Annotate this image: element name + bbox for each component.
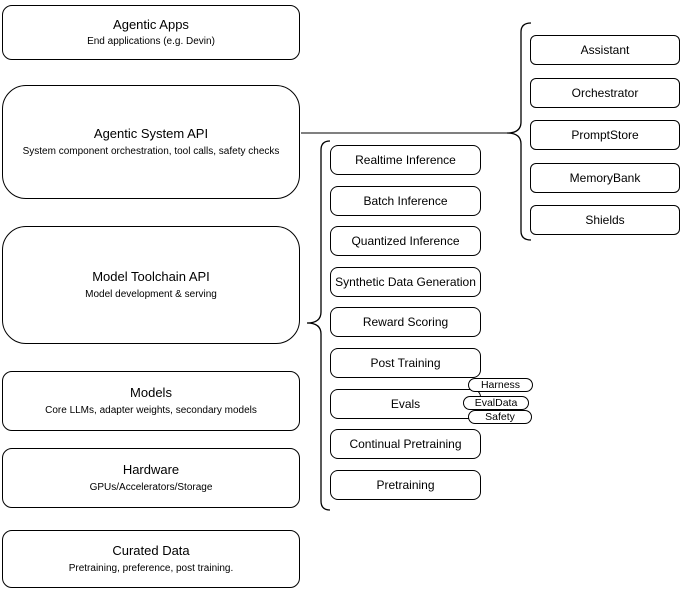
- node-pretraining: Pretraining: [330, 470, 481, 500]
- system-group-brace: [506, 22, 532, 241]
- toolchain-group-brace: [306, 140, 331, 511]
- node-subtitle: Model development & serving: [85, 288, 217, 300]
- node-title: Curated Data: [112, 543, 190, 559]
- node-assistant: Assistant: [530, 35, 680, 65]
- node-subtitle: System component orchestration, tool cal…: [22, 145, 280, 157]
- node-memorybank: MemoryBank: [530, 163, 680, 193]
- node-synthetic-data-generation: Synthetic Data Generation: [330, 267, 481, 297]
- node-title: Models: [130, 385, 172, 401]
- node-orchestrator: Orchestrator: [530, 78, 680, 108]
- evals-tag-evaldata: EvalData: [463, 396, 529, 410]
- node-title: Hardware: [122, 462, 180, 478]
- node-reward-scoring: Reward Scoring: [330, 307, 481, 337]
- node-subtitle: Core LLMs, adapter weights, secondary mo…: [45, 404, 257, 416]
- node-title: Agentic Apps: [113, 16, 189, 32]
- node-agentic-system-api: Agentic System API System component orche…: [2, 85, 300, 199]
- evals-tag-safety: Safety: [468, 410, 532, 424]
- node-quantized-inference: Quantized Inference: [330, 226, 481, 256]
- node-title: Model Toolchain API: [92, 269, 210, 285]
- node-continual-pretraining: Continual Pretraining: [330, 429, 481, 459]
- node-promptstore: PromptStore: [530, 120, 680, 150]
- node-evals: Evals: [330, 389, 481, 419]
- node-subtitle: GPUs/Accelerators/Storage: [89, 481, 213, 493]
- node-model-toolchain-api: Model Toolchain API Model development & s…: [2, 226, 300, 344]
- node-batch-inference: Batch Inference: [330, 186, 481, 216]
- node-shields: Shields: [530, 205, 680, 235]
- node-subtitle: End applications (e.g. Devin): [87, 36, 215, 48]
- node-post-training: Post Training: [330, 348, 481, 378]
- evals-tag-harness: Harness: [468, 378, 533, 392]
- node-subtitle: Pretraining, preference, post training.: [68, 562, 234, 574]
- node-title: Agentic System API: [93, 126, 209, 142]
- node-realtime-inference: Realtime Inference: [330, 145, 481, 175]
